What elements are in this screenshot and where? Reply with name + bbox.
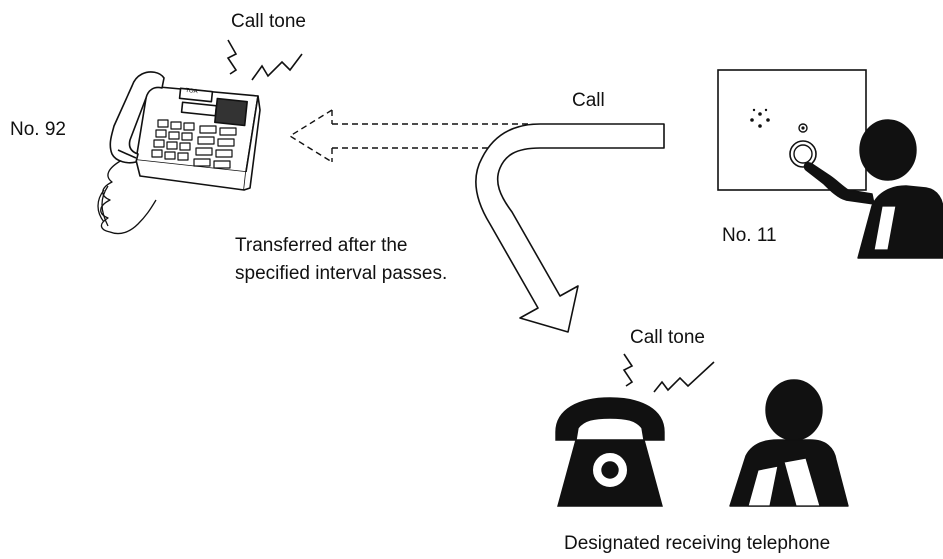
call-label: Call [572, 90, 605, 111]
call-tone-top-label: Call tone [231, 11, 306, 32]
call-tone-zigzag-icon [622, 353, 715, 393]
dashed-call-arrow [288, 109, 530, 163]
no-11-label: No. 11 [722, 225, 777, 246]
keypad [151, 119, 237, 169]
person-pressing-button-icon [803, 119, 943, 259]
rotary-handset [555, 397, 665, 441]
speaker-grille [214, 97, 248, 127]
person-head [859, 119, 917, 181]
phone-brand: TOA [185, 88, 198, 95]
call-tone-zigzag-icon [226, 39, 303, 81]
person-head [765, 379, 823, 441]
person-icon [729, 379, 849, 507]
phone-cord [100, 159, 157, 235]
call-tone-bottom-label: Call tone [630, 327, 705, 348]
transferred-label-line2: specified interval passes. [235, 263, 447, 284]
rotary-telephone-icon [555, 397, 665, 507]
transferred-label-line1: Transferred after the [235, 235, 407, 256]
no-92-label: No. 92 [10, 119, 66, 140]
wall-intercom-icon [717, 69, 867, 191]
intercom-speaker-holes [750, 108, 770, 128]
transfer-arrow [475, 123, 665, 333]
designated-telephone-label: Designated receiving telephone [564, 533, 830, 554]
intercom-panel [717, 69, 867, 191]
handset [109, 71, 165, 164]
desk-telephone-icon: TOA [97, 71, 261, 235]
person-arm [803, 161, 875, 205]
